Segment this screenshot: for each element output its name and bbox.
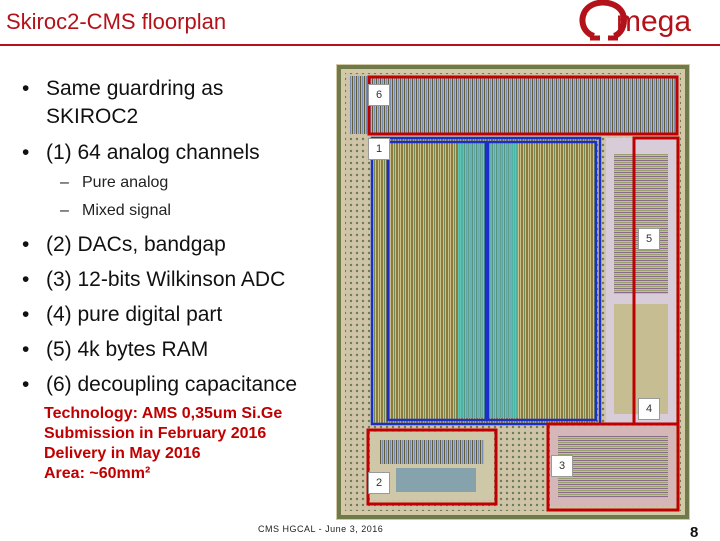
dash-icon: – [60, 174, 69, 191]
bullet-dot-icon: • [22, 373, 30, 396]
bullet-dot-icon: • [22, 233, 30, 256]
bullet-dot-icon: • [22, 268, 30, 291]
bullet-dot-icon: • [22, 338, 30, 361]
zone-label-2: 2 [368, 472, 390, 494]
dash-icon: – [60, 202, 69, 219]
zone-label-1: 1 [368, 138, 390, 160]
bullet-dot-icon: • [22, 77, 30, 100]
chip-layout-image [336, 64, 690, 520]
bullet-dot-icon: • [22, 141, 30, 164]
zone-label-3: 3 [551, 455, 573, 477]
bullet-dot-icon: • [22, 303, 30, 326]
zone-label-4: 4 [638, 398, 660, 420]
footer-text: CMS HGCAL - June 3, 2016 [258, 524, 384, 534]
zone-label-5: 5 [638, 228, 660, 250]
sub-bullet-item: –Mixed signal [60, 202, 171, 219]
page-number: 8 [690, 524, 699, 541]
logo-text: mega [616, 5, 692, 38]
technology-info: Technology: AMS 0,35um Si.Ge Submission … [44, 405, 283, 482]
zone-label-6: 6 [368, 84, 390, 106]
title-underline [0, 44, 720, 46]
slide-title: Skiroc2-CMS floorplan [6, 9, 227, 34]
omega-logo-icon [579, 0, 628, 41]
sub-bullet-item: –Pure analog [60, 174, 169, 191]
